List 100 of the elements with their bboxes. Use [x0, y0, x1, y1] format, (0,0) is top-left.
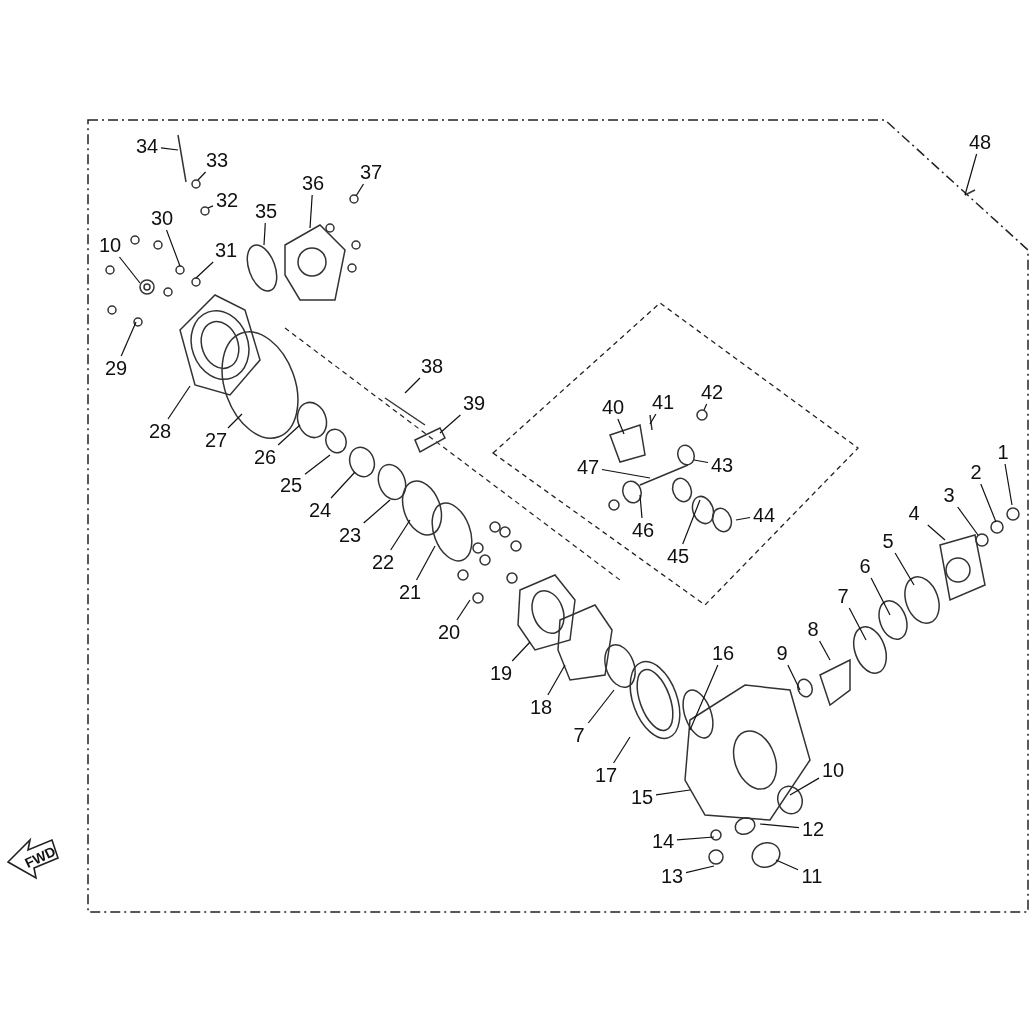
leader-line: [617, 418, 625, 435]
callout-number: 23: [338, 525, 362, 545]
leader-line: [980, 483, 997, 523]
leader-line: [870, 577, 891, 616]
leader-line: [195, 261, 214, 279]
leader-line: [927, 524, 946, 541]
callout-number: 32: [215, 190, 239, 210]
leader-line: [639, 494, 643, 519]
callout-number: 34: [135, 136, 159, 156]
callout-number: 27: [204, 430, 228, 450]
leader-line: [613, 736, 631, 764]
callout-number: 19: [489, 663, 513, 683]
leader-line: [330, 471, 356, 499]
callout-number: 30: [150, 208, 174, 228]
callout-number: 17: [594, 765, 618, 785]
leader-line: [655, 789, 691, 796]
leader-line: [1004, 463, 1013, 506]
leader-line: [167, 385, 191, 420]
callout-number: 4: [908, 503, 920, 523]
leader-line: [547, 664, 566, 696]
callout-number: 22: [371, 552, 395, 572]
leader-line: [682, 499, 701, 545]
leader-line: [693, 459, 709, 464]
callout-number: 16: [711, 643, 735, 663]
direction-label: FWD: [22, 843, 58, 871]
callout-number: 29: [104, 358, 128, 378]
callout-number: 47: [576, 457, 600, 477]
callout-number: 39: [462, 393, 486, 413]
leader-line: [227, 413, 243, 429]
callout-number: 10: [98, 235, 122, 255]
callout-number: 41: [651, 392, 675, 412]
callout-number: 18: [529, 697, 553, 717]
leader-line: [355, 183, 365, 197]
leader-line: [587, 689, 615, 724]
callout-number: 36: [301, 173, 325, 193]
leader-line: [263, 222, 266, 246]
leader-line: [957, 506, 979, 536]
leader-line: [165, 229, 181, 267]
leader-line: [439, 414, 461, 434]
leader-line: [735, 516, 751, 521]
leader-line: [775, 859, 799, 871]
callout-number: 43: [710, 455, 734, 475]
callout-number: 44: [752, 505, 776, 525]
callout-number: 5: [882, 531, 894, 551]
callout-number: 25: [279, 475, 303, 495]
callout-number: 35: [254, 201, 278, 221]
leader-line: [277, 424, 301, 446]
leader-line: [207, 205, 214, 209]
callout-number: 45: [666, 546, 690, 566]
callout-number: 48: [968, 132, 992, 152]
leader-line: [390, 519, 411, 551]
leader-line: [848, 607, 867, 641]
leader-line: [309, 194, 313, 229]
leader-line: [689, 664, 719, 731]
leader-line: [649, 413, 657, 425]
leader-line: [601, 468, 651, 479]
callout-number: 31: [214, 240, 238, 260]
callout-number: 46: [631, 520, 655, 540]
callout-number: 2: [970, 462, 982, 482]
callout-number: 15: [630, 787, 654, 807]
leader-line: [964, 153, 978, 196]
leader-line: [363, 499, 391, 524]
leader-line: [787, 664, 801, 691]
leader-line: [759, 823, 800, 829]
leader-line: [894, 552, 915, 586]
callout-number: 8: [807, 619, 819, 639]
callout-number: 7: [573, 725, 585, 745]
callout-number: 24: [308, 500, 332, 520]
callout-number: 10: [821, 760, 845, 780]
callout-number: 20: [437, 622, 461, 642]
callout-number: 40: [601, 397, 625, 417]
leader-line: [819, 640, 831, 661]
leader-line: [703, 403, 708, 411]
callout-number: 14: [651, 831, 675, 851]
callout-number: 28: [148, 421, 172, 441]
callout-number: 13: [660, 866, 684, 886]
leader-line: [685, 865, 715, 874]
leader-line: [456, 599, 471, 621]
leader-line: [415, 545, 436, 581]
leader-line: [120, 321, 137, 357]
leader-line: [789, 777, 820, 796]
callout-number: 11: [801, 866, 823, 886]
leader-line: [404, 377, 421, 394]
leader-line: [118, 256, 141, 284]
callout-number: 6: [859, 556, 871, 576]
callout-number: 1: [997, 442, 1009, 462]
leader-line: [160, 147, 179, 151]
callout-number: 7: [837, 586, 849, 606]
callout-number: 33: [205, 150, 229, 170]
leader-line: [197, 171, 207, 181]
leader-line: [304, 454, 331, 475]
callout-number: 9: [776, 643, 788, 663]
callout-number: 12: [801, 819, 825, 839]
callout-number: 3: [943, 485, 955, 505]
callout-number: 21: [398, 582, 422, 602]
callout-number: 38: [420, 356, 444, 376]
leader-line: [511, 641, 531, 662]
leader-line: [676, 836, 715, 841]
callout-number: 37: [359, 162, 383, 182]
callout-number: 26: [253, 447, 277, 467]
